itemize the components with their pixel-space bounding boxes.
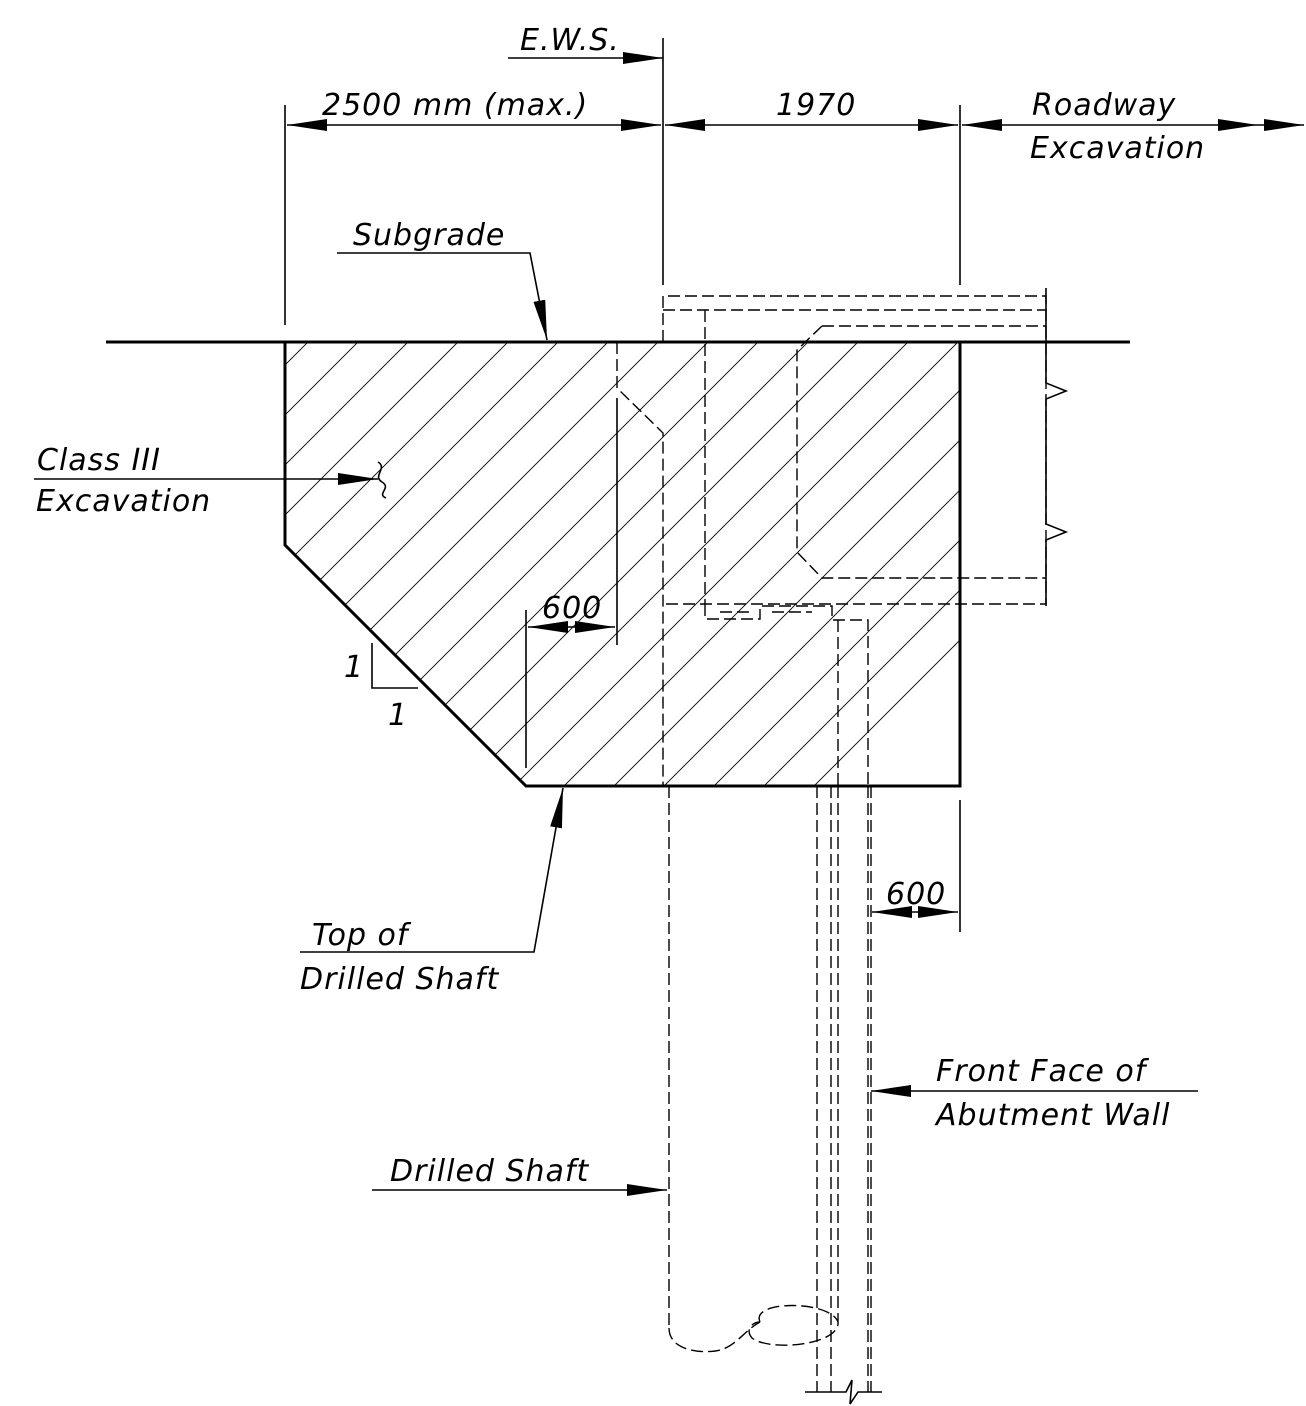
roadway-excavation-label-1: Roadway (1032, 88, 1177, 123)
hatch-line (649, 342, 960, 786)
hatch-line (349, 342, 960, 786)
hatch-line (449, 342, 960, 786)
hatch-line (399, 342, 960, 786)
shaft-break-line (805, 1379, 882, 1405)
hatch-line (699, 342, 960, 786)
top-of-shaft-label-2: Drilled Shaft (300, 962, 499, 997)
hatch-line (285, 342, 801, 786)
hatch-line (285, 342, 901, 786)
roadway-excavation-label-2: Excavation (1030, 131, 1205, 166)
hatch-line (285, 342, 851, 786)
hatch-line (499, 342, 960, 786)
hatch-line (285, 342, 960, 786)
subgrade-leader (337, 252, 548, 341)
slope-rise-label: 1 (344, 650, 364, 685)
top-of-shaft-label-1: Top of (312, 918, 412, 953)
hatch-line (549, 342, 960, 786)
hatch-line (285, 342, 701, 786)
slope-symbol (371, 643, 418, 689)
abutment-break-line (1045, 288, 1069, 606)
slope-run-label: 1 (388, 698, 408, 733)
excavation-outline (283, 342, 962, 788)
hatch-line (599, 342, 960, 786)
hatch-line (285, 342, 751, 786)
front-face-label-2: Abutment Wall (934, 1098, 1170, 1133)
abutment-dashed-outline (616, 295, 1047, 786)
top-of-shaft-leader (300, 787, 564, 953)
ews-label: E.W.S. (520, 23, 620, 58)
hatch-line (285, 342, 951, 786)
hatch-line (799, 342, 960, 786)
hatch-line (299, 342, 960, 786)
drilled-shaft-label: Drilled Shaft (390, 1154, 589, 1189)
class3-label-2: Excavation (36, 484, 211, 519)
dimension-label-600-upper: 600 (542, 591, 602, 626)
front-face-label-1: Front Face of (936, 1054, 1150, 1089)
subgrade-label: Subgrade (353, 218, 505, 253)
drilled-shaft-dashed (668, 786, 872, 1392)
hatch-line (749, 342, 960, 786)
class3-break-symbol (377, 461, 387, 499)
dimension-label-600-lower: 600 (886, 877, 946, 912)
dimension-label-1970: 1970 (776, 88, 856, 123)
dimension-label-2500: 2500 mm (max.) (322, 88, 588, 123)
class3-label-1: Class III (37, 443, 161, 478)
